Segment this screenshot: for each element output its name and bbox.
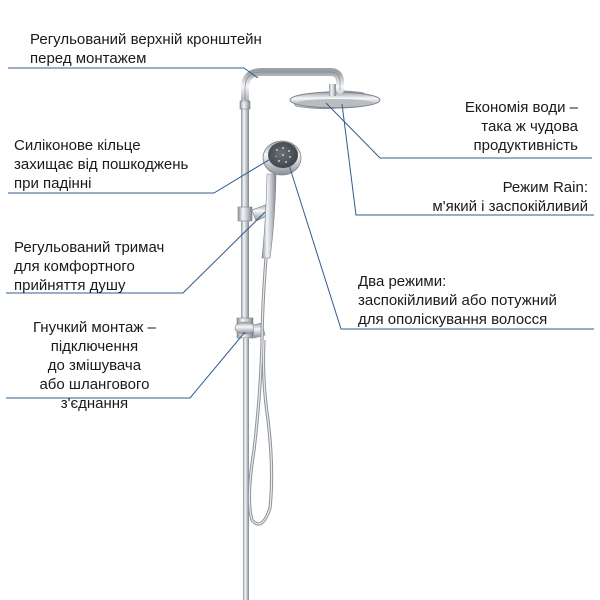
lower-pipe (243, 338, 249, 600)
leader-mounting (6, 331, 246, 399)
callout-flexible-mounting: Гнучкий монтаж – підключення до змішувач… (33, 318, 156, 413)
callout-line: перед монтажем (30, 50, 147, 67)
callout-adjustable-bracket: Регульований верхній кронштейн перед мон… (30, 30, 262, 68)
leader-silicone-ring (8, 154, 278, 194)
callout-line: Силіконове кільце (14, 137, 141, 154)
callout-line: з'єднання (60, 395, 129, 412)
callout-line: для комфортного (14, 258, 135, 275)
callout-two-modes: Два режими: заспокійливий або потужний д… (358, 272, 557, 329)
callout-line: Регульований верхній кронштейн (30, 31, 262, 48)
callout-line: прийняття душу (14, 277, 126, 294)
leader-bracket (8, 67, 259, 79)
callout-line: заспокійливий або потужний (358, 292, 557, 309)
callout-line: або шлангового (39, 376, 150, 393)
callout-line: захищає від пошкоджень (14, 156, 189, 173)
callout-adjustable-holder: Регульований тримач для комфортного прий… (14, 238, 164, 295)
hand-shower (261, 140, 302, 259)
callout-line: Гнучкий монтаж – (33, 319, 156, 336)
callout-line: Економія води – (464, 99, 578, 116)
leader-lines (6, 67, 594, 399)
callout-line: Режим Rain: (502, 179, 588, 196)
callout-rain-mode: Режим Rain: м'який і заспокійливий (432, 178, 588, 216)
leader-two-modes (288, 164, 594, 330)
leader-rain-mode (341, 103, 594, 216)
callout-line: до змішувача (47, 357, 142, 374)
callout-line: підключення (50, 338, 139, 355)
flexible-hose (247, 257, 274, 526)
callout-line: Регульований тримач (14, 239, 165, 256)
leader-holder (6, 211, 266, 294)
callout-line: Два режими: (358, 273, 447, 290)
callout-line: при падінні (14, 175, 92, 192)
callout-line: така ж чудова (481, 118, 578, 135)
callout-line: м'який і заспокійливий (432, 198, 588, 215)
callout-line: продуктивність (473, 137, 578, 154)
callout-silicone-ring: Силіконове кільце захищає від пошкоджень… (14, 136, 188, 193)
callout-water-saving: Економія води – така ж чудова продуктивн… (465, 98, 578, 155)
head-connector (329, 84, 336, 96)
callout-line: для ополіскування волосся (358, 311, 548, 328)
